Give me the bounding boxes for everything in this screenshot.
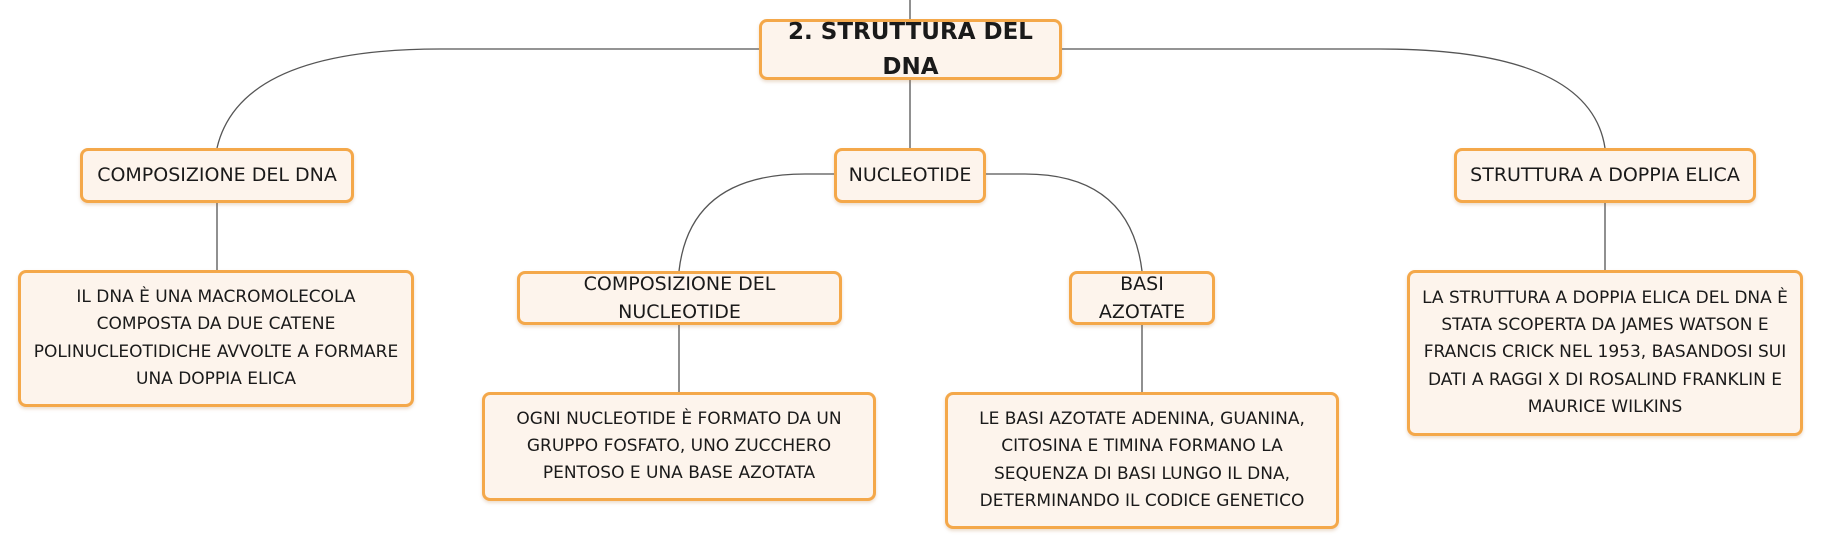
composizione-nucleotide-text-node[interactable]: OGNI NUCLEOTIDE È FORMATO DA UN GRUPPO F… (482, 392, 876, 501)
composizione-nucleotide-node[interactable]: COMPOSIZIONE DEL NUCLEOTIDE (517, 271, 842, 325)
nucleotide-node[interactable]: NUCLEOTIDE (834, 148, 986, 203)
doppia-elica-node[interactable]: STRUTTURA A DOPPIA ELICA (1454, 148, 1756, 203)
basi-azotate-text-node[interactable]: LE BASI AZOTATE ADENINA, GUANINA, CITOSI… (945, 392, 1339, 529)
composizione-dna-text: IL DNA È UNA MACROMOLECOLA COMPOSTA DA D… (33, 287, 399, 389)
connector-nucleotide-composizione (678, 173, 835, 272)
composizione-nucleotide-text: OGNI NUCLEOTIDE È FORMATO DA UN GRUPPO F… (516, 408, 842, 484)
composizione-dna-node[interactable]: COMPOSIZIONE DEL DNA (80, 148, 354, 203)
composizione-nucleotide-label: COMPOSIZIONE DEL NUCLEOTIDE (583, 272, 776, 324)
root-node-label: 2. STRUTTURA DEL DNA (788, 19, 1033, 80)
connector-root-composizione (216, 48, 760, 149)
root-node[interactable]: 2. STRUTTURA DEL DNA (759, 19, 1062, 80)
connector-root-doppia-elica (1061, 48, 1606, 149)
composizione-dna-text-node[interactable]: IL DNA È UNA MACROMOLECOLA COMPOSTA DA D… (18, 270, 414, 407)
basi-azotate-node[interactable]: BASI AZOTATE (1069, 271, 1215, 325)
basi-azotate-text: LE BASI AZOTATE ADENINA, GUANINA, CITOSI… (979, 409, 1305, 511)
connector-nucleotide-basi (985, 173, 1143, 272)
doppia-elica-label: STRUTTURA A DOPPIA ELICA (1470, 164, 1740, 187)
doppia-elica-text-node[interactable]: LA STRUTTURA A DOPPIA ELICA DEL DNA È ST… (1407, 270, 1803, 436)
composizione-dna-label: COMPOSIZIONE DEL DNA (97, 164, 337, 187)
basi-azotate-label: BASI AZOTATE (1098, 272, 1186, 324)
nucleotide-label: NUCLEOTIDE (848, 164, 972, 187)
doppia-elica-text: LA STRUTTURA A DOPPIA ELICA DEL DNA È ST… (1422, 288, 1788, 417)
